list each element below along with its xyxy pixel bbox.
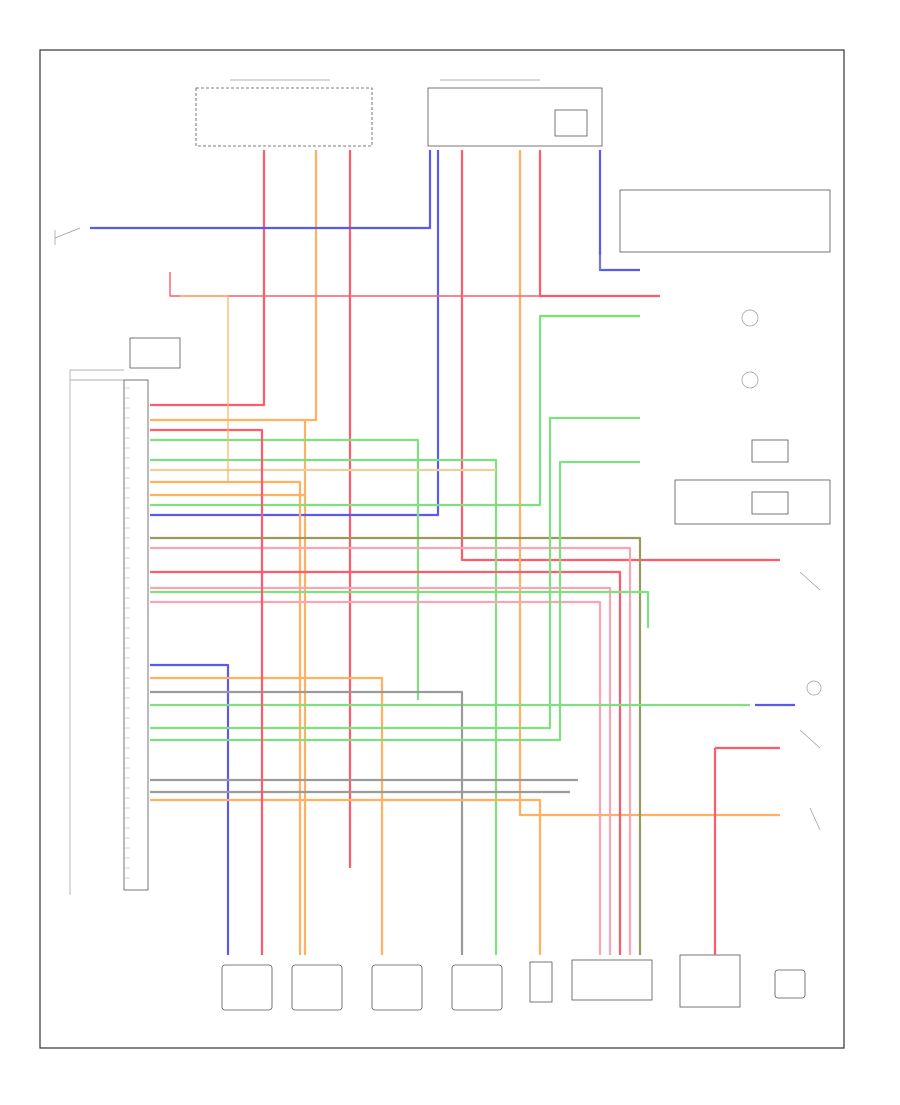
wire: [150, 798, 542, 955]
wire: [150, 480, 302, 955]
diagram-frame: [39, 49, 845, 1049]
wire: [150, 428, 264, 955]
bottom-actuators: [221, 954, 806, 1011]
wire: [150, 458, 498, 955]
wire: [150, 416, 640, 730]
left-relay-connector: [129, 337, 181, 369]
wire: [150, 590, 650, 628]
wire: [150, 676, 384, 955]
wire: [169, 272, 640, 297]
wire: [518, 150, 780, 817]
control-unit-connector: [69, 369, 149, 895]
wire: [150, 570, 622, 955]
wire: [180, 295, 229, 482]
wire: [150, 600, 602, 955]
fuse-box-center: [427, 79, 603, 147]
wire: [460, 150, 780, 562]
wire: [150, 314, 640, 507]
wire: [150, 150, 318, 422]
wire-harness: [90, 150, 795, 955]
wire: [90, 150, 432, 230]
pin-labels: [124, 387, 130, 879]
wire: [150, 546, 632, 955]
wire: [150, 150, 266, 407]
right-side-components: [741, 309, 822, 831]
wire: [150, 150, 440, 517]
right-mid-connector: [674, 479, 831, 525]
left-switch-component: [54, 227, 81, 245]
right-top-connector: [619, 189, 831, 253]
wire: [150, 460, 640, 742]
fuse-box-left: [195, 79, 373, 147]
wire: [150, 690, 464, 955]
wire: [150, 663, 230, 955]
wire: [150, 438, 420, 700]
wire: [150, 586, 612, 955]
wire: [150, 536, 642, 955]
